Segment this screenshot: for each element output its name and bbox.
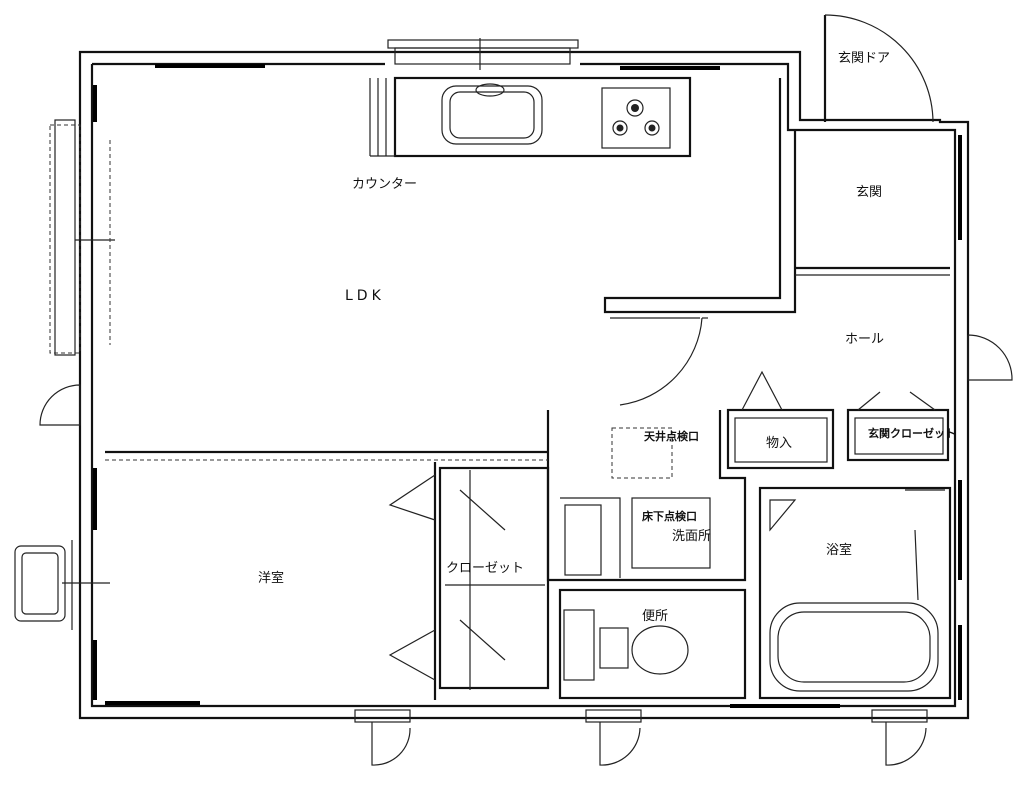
toilet-room — [558, 588, 747, 700]
toilet-label: 便所 — [642, 609, 668, 624]
kitchen-counter — [369, 76, 692, 158]
kitchen-window — [387, 38, 579, 70]
entrance-door — [823, 14, 934, 123]
entrance-closet-label: 玄関クローゼット — [868, 426, 956, 440]
hall-door-right — [967, 334, 1013, 381]
storage-label: 物入 — [766, 436, 792, 451]
ceiling-hatch-label: 天井点検口 — [644, 429, 699, 443]
entrance-closet — [846, 391, 950, 462]
storage — [726, 370, 835, 470]
western-room-partition — [105, 450, 548, 700]
ldk-partition — [603, 78, 797, 406]
entrance-label: 玄関 — [856, 185, 882, 200]
bottom-door-left — [354, 709, 411, 766]
closet — [388, 466, 550, 690]
left-window-western — [14, 540, 110, 630]
left-door-lower — [39, 384, 81, 426]
entrance-step — [795, 266, 950, 276]
counter-label: カウンター — [352, 177, 417, 192]
stove — [601, 87, 671, 149]
bottom-door-right — [871, 709, 928, 766]
floor-hatch-label: 床下点検口 — [642, 509, 697, 523]
outer-walls — [78, 50, 970, 720]
sink — [441, 83, 543, 145]
ldk-label: LDK — [345, 288, 385, 304]
washroom-label: 洗面所 — [672, 529, 711, 544]
closet-label: クローゼット — [446, 561, 524, 576]
bathroom — [758, 486, 952, 700]
hall-label: ホール — [845, 332, 884, 347]
bottom-door-middle — [585, 709, 642, 766]
bathroom-label: 浴室 — [826, 542, 852, 558]
left-window-upper — [49, 119, 115, 356]
western-room-label: 洋室 — [258, 570, 284, 586]
entrance-door-label: 玄関ドア — [838, 51, 890, 66]
